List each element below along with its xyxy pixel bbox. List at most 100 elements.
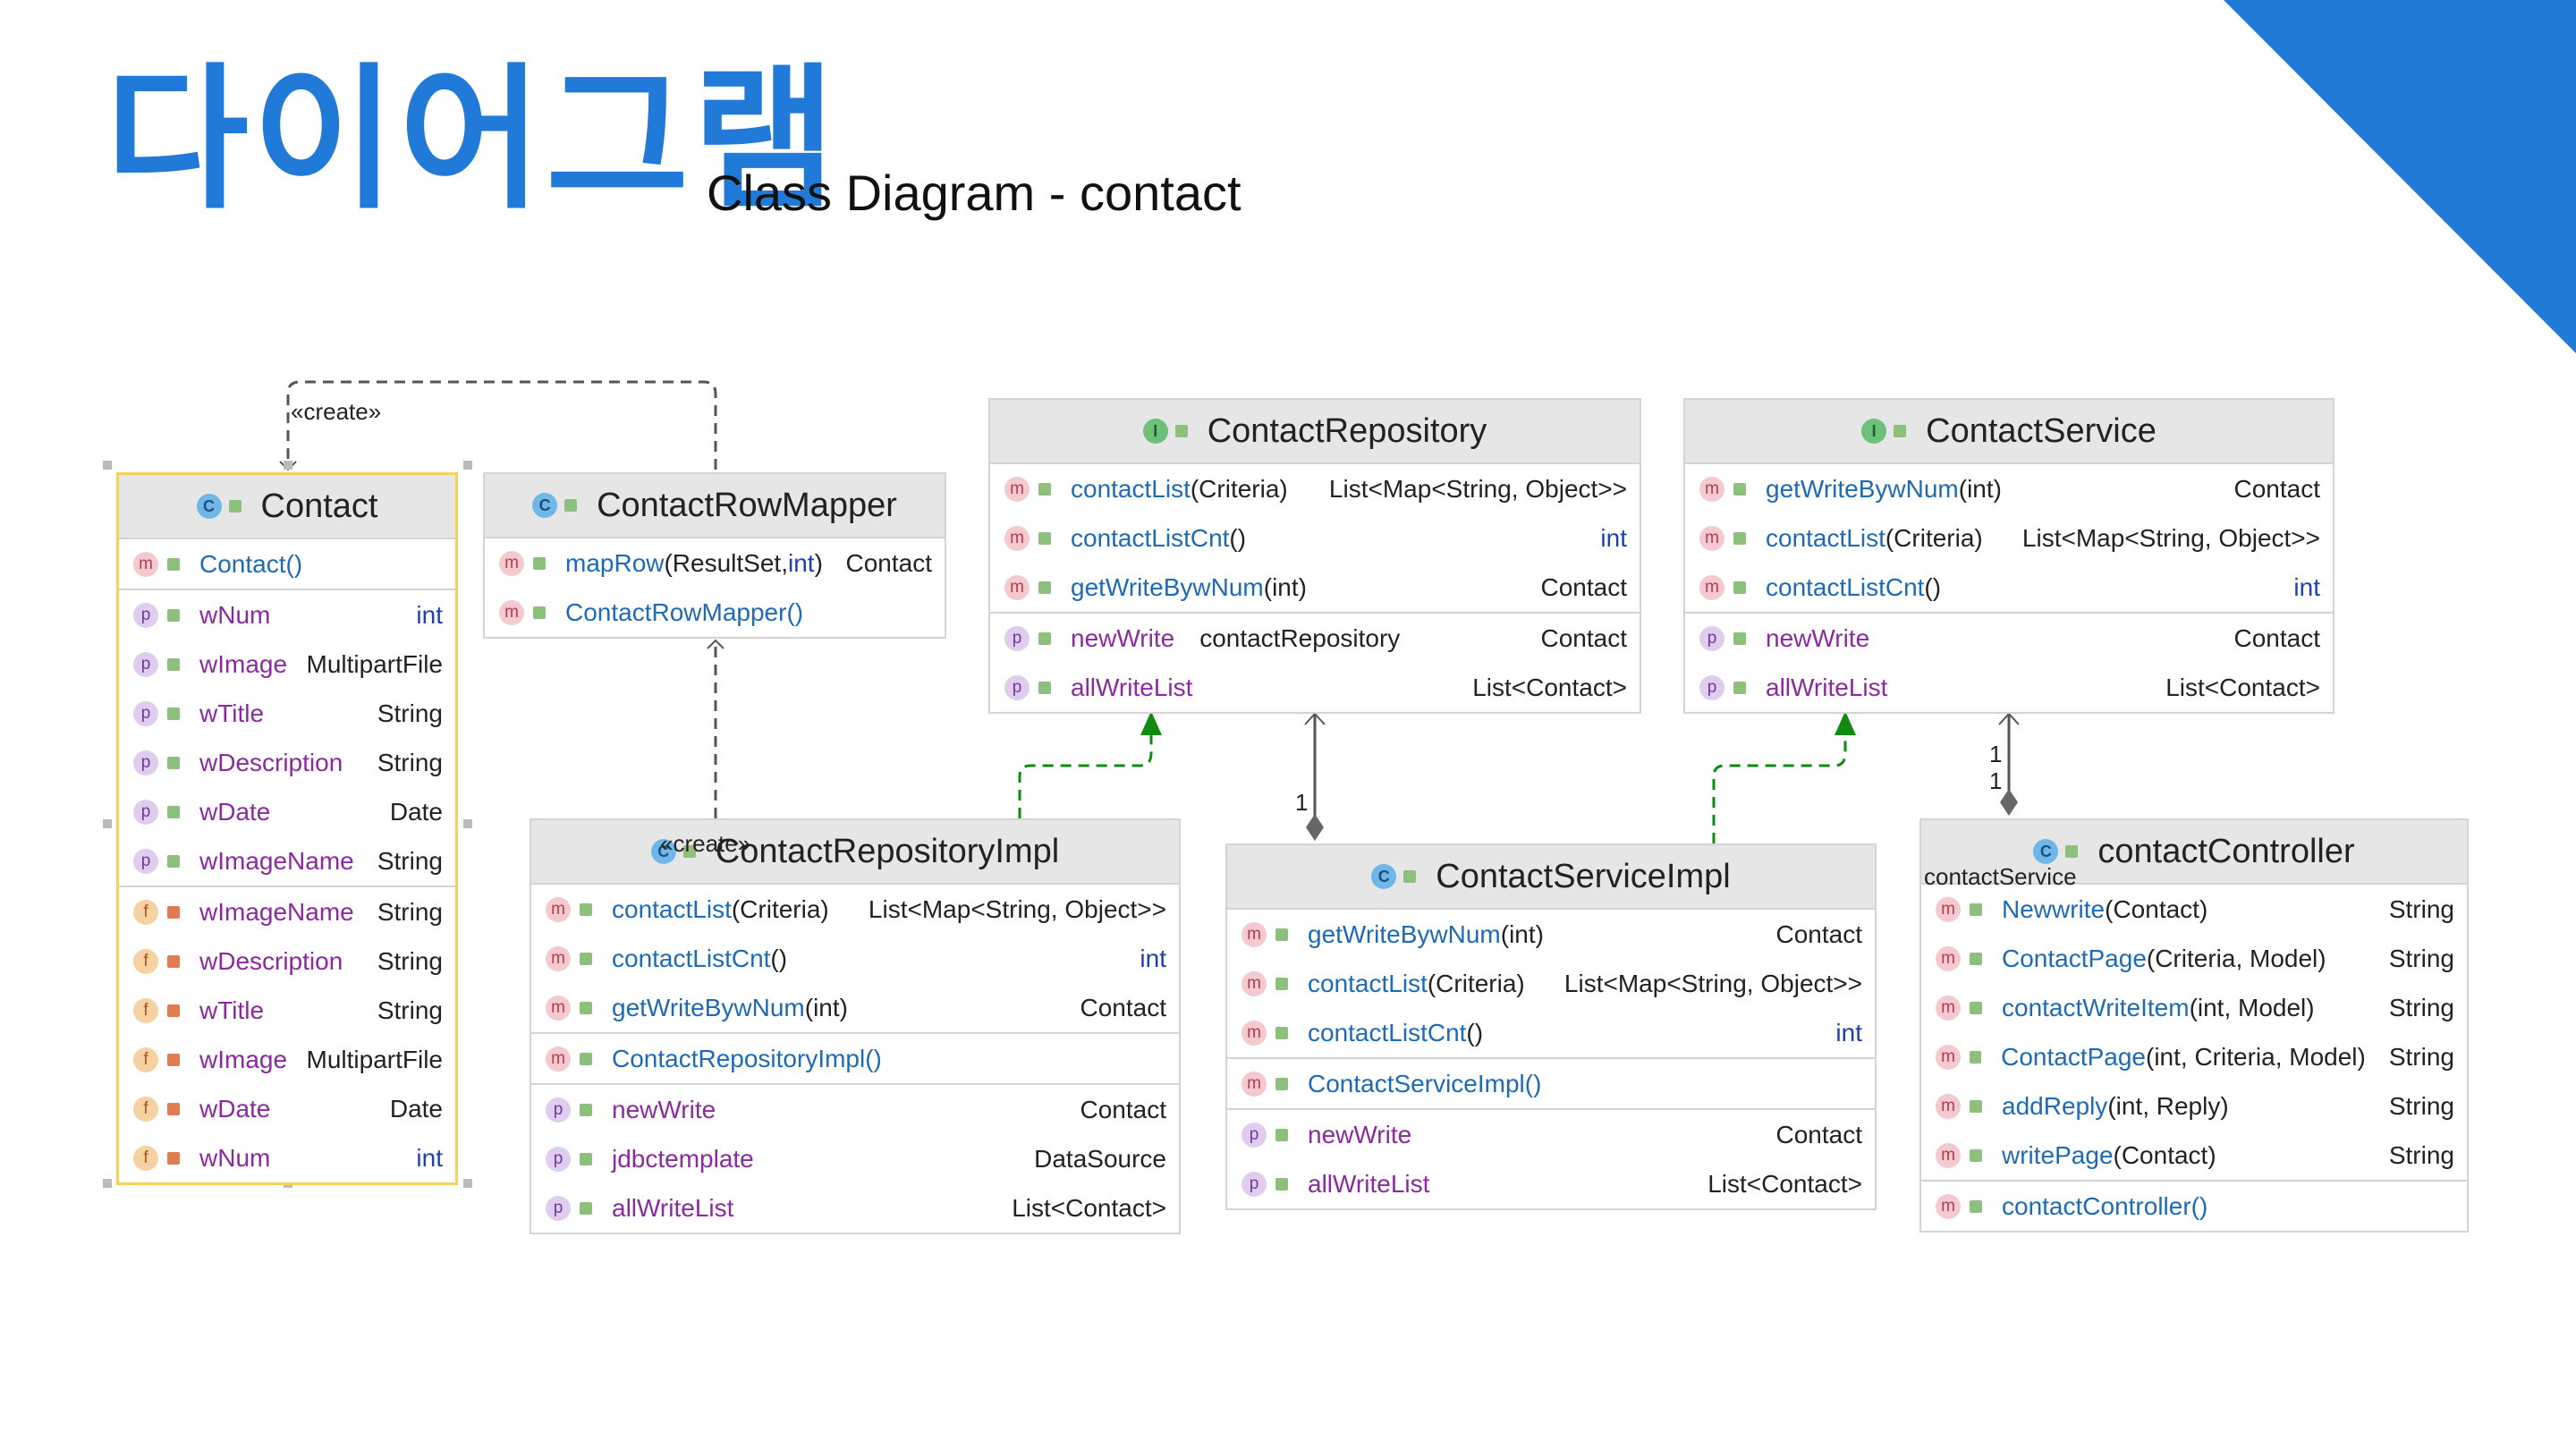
property-name: allWriteList [1766, 673, 1888, 701]
public-icon [1970, 1199, 1982, 1213]
method-row[interactable]: m contactController() [1921, 1182, 2467, 1231]
class-icon: C [650, 839, 676, 864]
type-label: String [377, 897, 443, 926]
method-params: (Criteria, Model) [2146, 944, 2326, 972]
method-row[interactable]: m ContactServiceImpl() [1227, 1059, 1875, 1108]
public-icon [167, 805, 180, 818]
public-icon [1038, 580, 1051, 594]
type-label: List<Contact> [2165, 673, 2320, 701]
selection-handle[interactable] [463, 1179, 472, 1188]
method-icon: m [1241, 1020, 1267, 1046]
class-icon: C [2033, 839, 2059, 864]
method-row[interactable]: m Contact() [119, 539, 455, 589]
method-params: (int, Criteria, Model) [2146, 1042, 2366, 1071]
public-icon [580, 1052, 592, 1065]
method-params: (Contact) [2105, 894, 2208, 923]
type-label: int [416, 1143, 443, 1172]
field-name: wTitle [199, 996, 265, 1024]
class-icon: C [1371, 864, 1397, 889]
public-icon [1038, 631, 1051, 645]
property-icon: p [546, 1195, 571, 1221]
method-params: (int) [1263, 572, 1307, 601]
class-name: contactController [2097, 832, 2355, 870]
class-header: C ContactServiceImpl [1227, 845, 1875, 908]
class-contact-row-mapper[interactable]: C ContactRowMapper m mapRow (ResultSet, … [483, 472, 946, 639]
selection-handle[interactable] [103, 461, 112, 470]
method-name: getWriteBywNum [1766, 474, 1959, 503]
realization-arrowhead-service [1835, 711, 1856, 735]
method-row[interactable]: m mapRow (ResultSet, int ) Contact [485, 538, 945, 588]
property-icon: p [1004, 674, 1030, 700]
selection-handle[interactable] [103, 1179, 112, 1188]
property-icon: p [546, 1146, 571, 1172]
selection-handle[interactable] [103, 819, 112, 828]
type-label: List<Map<String, Object>> [868, 894, 1166, 923]
property-name: jdbctemplate [612, 1144, 754, 1173]
selection-handle[interactable] [284, 461, 292, 470]
selection-handle[interactable] [463, 461, 472, 470]
property-icon: p [1241, 1122, 1267, 1148]
property-name: allWriteList [1308, 1169, 1430, 1198]
create-stereotype-label: «create» [291, 398, 382, 425]
method-name: ContactPage [2001, 1042, 2146, 1071]
method-row[interactable]: m ContactRepositoryImpl() [531, 1034, 1179, 1083]
property-icon: p [1699, 625, 1724, 651]
selection-handle[interactable] [463, 819, 472, 828]
property-name: wNum [199, 600, 271, 629]
method-name: ContactPage [2002, 944, 2147, 972]
method-params: (Criteria) [1885, 523, 1983, 552]
realization-line-repo [1018, 724, 1153, 818]
type-label: List<Contact> [1472, 673, 1627, 701]
method-name: Newwrite [2002, 894, 2106, 923]
method-row[interactable]: m ContactRowMapper() [485, 588, 945, 637]
public-icon [682, 845, 696, 858]
public-icon [1970, 1050, 1982, 1063]
